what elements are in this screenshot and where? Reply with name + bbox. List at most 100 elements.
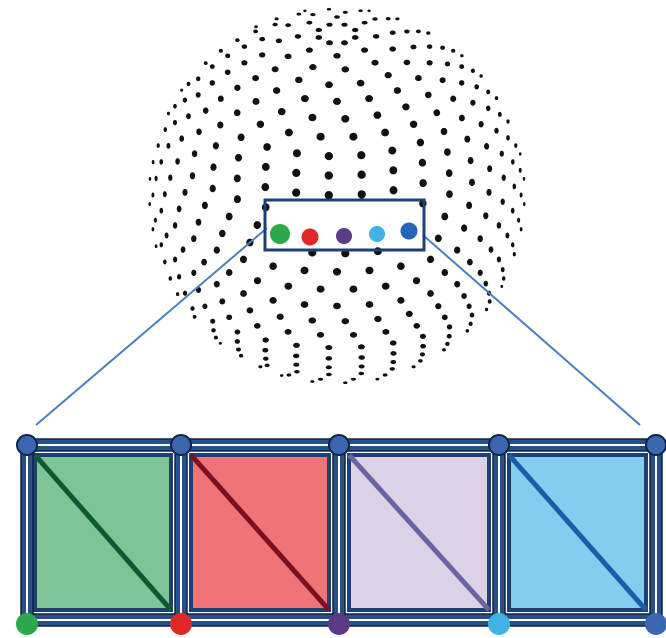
sphere-dot bbox=[151, 159, 155, 165]
sphere-dot bbox=[389, 367, 395, 371]
sphere-dot bbox=[341, 318, 350, 325]
sphere-dot bbox=[375, 377, 380, 381]
sphere-dot bbox=[393, 87, 402, 94]
sphere-dot bbox=[182, 97, 188, 103]
sphere-dot bbox=[444, 148, 451, 156]
sphere-dot bbox=[483, 212, 489, 220]
sphere-dot bbox=[517, 217, 521, 223]
sphere-dot bbox=[202, 303, 208, 310]
sphere-dot bbox=[279, 374, 284, 377]
sphere-dot bbox=[148, 202, 151, 207]
sphere-dot bbox=[450, 95, 457, 102]
sphere-dot bbox=[173, 103, 177, 109]
sphere-dot bbox=[466, 303, 472, 310]
sphere-dot bbox=[224, 69, 231, 75]
sphere-dot bbox=[409, 120, 418, 129]
sphere-dot bbox=[446, 324, 453, 330]
grid-cell-green bbox=[33, 453, 173, 612]
corner-node-bottom bbox=[170, 613, 192, 635]
sphere-dot bbox=[166, 111, 170, 116]
sphere-dot bbox=[176, 205, 182, 213]
sphere-dot bbox=[191, 235, 197, 243]
sphere-dot bbox=[234, 153, 243, 162]
sphere-dot bbox=[510, 242, 515, 248]
sphere-dot bbox=[523, 202, 526, 207]
sphere-dot bbox=[254, 25, 258, 29]
sphere-dot bbox=[454, 280, 461, 288]
sphere-dot bbox=[474, 84, 480, 90]
sphere-dot bbox=[333, 52, 341, 59]
sphere-dot bbox=[441, 268, 449, 277]
sphere-dot bbox=[182, 290, 188, 296]
sphere-dot bbox=[252, 75, 259, 82]
sphere-dot bbox=[487, 299, 492, 304]
sphere-dot bbox=[389, 30, 396, 35]
sphere-dot bbox=[259, 36, 266, 42]
sphere-dot bbox=[418, 158, 427, 167]
sphere-dot bbox=[424, 91, 432, 99]
sphere-dot bbox=[518, 152, 522, 156]
sphere-dot bbox=[284, 282, 293, 290]
sphere-dot bbox=[511, 159, 515, 165]
sphere-dot bbox=[180, 88, 184, 92]
sphere-dot bbox=[324, 152, 334, 161]
sphere-dot bbox=[351, 35, 359, 40]
highlighted-dots bbox=[270, 222, 418, 246]
sphere-dot bbox=[512, 183, 517, 190]
sphere-dot bbox=[357, 190, 366, 199]
sphere-dot bbox=[212, 142, 220, 150]
grid-cell-red bbox=[189, 453, 331, 612]
sphere-dot bbox=[510, 207, 515, 214]
sphere-dot bbox=[191, 269, 197, 276]
sphere-dot bbox=[478, 121, 484, 128]
sphere-dot bbox=[210, 163, 217, 171]
sphere-dot bbox=[488, 246, 494, 253]
sphere-dot bbox=[350, 377, 356, 381]
sphere-dot bbox=[367, 9, 371, 13]
corner-node-bottom bbox=[488, 613, 510, 635]
sphere-dot bbox=[274, 17, 279, 21]
sphere-dot bbox=[445, 341, 450, 346]
sphere-dot bbox=[324, 171, 333, 180]
sphere-dot bbox=[459, 64, 465, 69]
sphere-dot bbox=[390, 351, 397, 356]
sphere-dot bbox=[427, 290, 434, 297]
corner-node-bottom bbox=[645, 613, 666, 635]
sphere-dot bbox=[412, 277, 421, 285]
sphere-dot bbox=[341, 22, 348, 27]
sphere-dot bbox=[269, 297, 277, 304]
sphere-dot bbox=[341, 114, 350, 123]
sphere-dot bbox=[514, 143, 518, 148]
corner-node-top bbox=[170, 434, 192, 456]
sphere-dot bbox=[292, 149, 301, 158]
corner-node-top bbox=[645, 434, 666, 456]
sphere-dot bbox=[461, 292, 467, 300]
sphere-dot bbox=[361, 20, 368, 25]
sphere-dot bbox=[316, 332, 325, 338]
sphere-dot bbox=[315, 27, 323, 33]
sphere-dot bbox=[315, 35, 323, 40]
sphere-dot bbox=[505, 232, 510, 239]
sphere-dot bbox=[294, 369, 300, 374]
sphere-dot bbox=[373, 111, 382, 119]
sphere-dot bbox=[384, 72, 392, 79]
sphere-dot bbox=[180, 246, 186, 253]
sphere-dot bbox=[465, 329, 470, 333]
connector-line-right bbox=[423, 235, 641, 426]
sphere-dot bbox=[305, 47, 313, 53]
sphere-dot bbox=[372, 17, 378, 21]
sphere-dot bbox=[358, 9, 363, 13]
sphere-dot bbox=[217, 95, 224, 102]
sphere-dot bbox=[239, 255, 248, 264]
sphere-dot bbox=[433, 109, 441, 117]
sphere-dot bbox=[196, 128, 202, 136]
sphere-dot bbox=[358, 364, 365, 369]
sphere-dot bbox=[371, 59, 379, 66]
sphere-dot bbox=[494, 127, 499, 134]
sphere-dot bbox=[163, 259, 167, 265]
sphere-dot bbox=[262, 347, 269, 353]
sphere-dot bbox=[233, 174, 241, 183]
sphere-dot bbox=[210, 318, 216, 324]
sphere-dot bbox=[419, 352, 426, 357]
sphere-dot bbox=[441, 314, 448, 321]
